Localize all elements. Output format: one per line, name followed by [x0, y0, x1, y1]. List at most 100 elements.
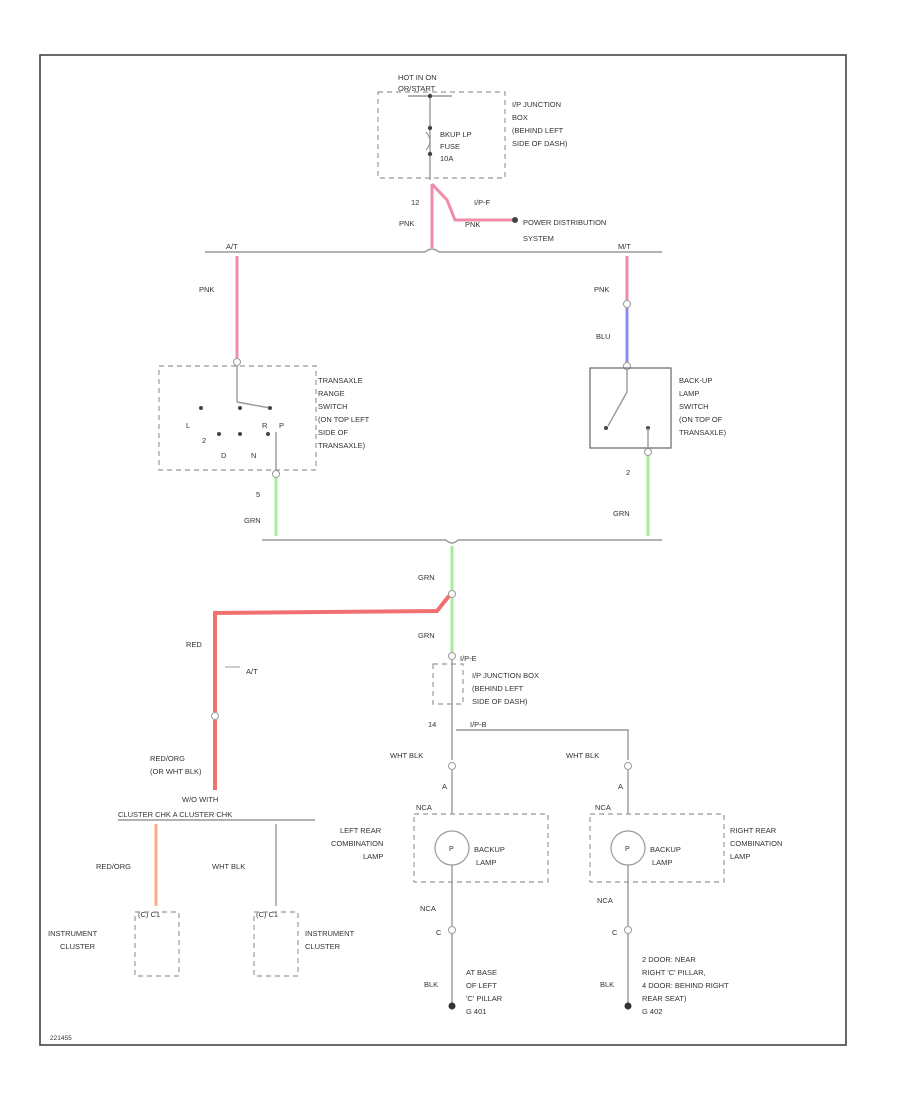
- gear-contact-d: [238, 432, 242, 436]
- pnk-label-2: PNK: [465, 220, 480, 229]
- ip-junction-box-top: [377, 91, 506, 179]
- backup-lamp-switch: [589, 367, 672, 449]
- wht-blk-label-1: WHT BLK: [390, 751, 423, 760]
- trans-range-label-2: RANGE: [318, 389, 345, 398]
- pnk-label-right: PNK: [594, 285, 609, 294]
- mt-label: M/T: [618, 242, 631, 251]
- fuse-icon: [425, 131, 431, 151]
- diagram-id: 221455: [50, 1035, 72, 1042]
- backup-lamp-left-2: LAMP: [476, 858, 496, 867]
- ip-junction-2-label: I/P JUNCTION BOX: [472, 671, 539, 680]
- gnd-right-label-1: 2 DOOR: NEAR: [642, 955, 696, 964]
- pnk-wire-to-power-dist: [430, 182, 515, 222]
- left-rear-combination-lamp: [413, 813, 549, 883]
- at-label: A/T: [226, 242, 238, 251]
- gnd-right-label-3: 4 DOOR: BEHIND RIGHT: [642, 981, 729, 990]
- backup-switch-blade: [607, 391, 628, 427]
- ip-b-label: I/P-B: [470, 720, 487, 729]
- ip-e-label: I/P-E: [460, 654, 477, 663]
- ip-junction-label-1: I/P JUNCTION: [512, 100, 561, 109]
- grn-label-left: GRN: [244, 516, 261, 525]
- gnd-right-label-5: G 402: [642, 1007, 662, 1016]
- red-org-label-3: RED/ORG: [96, 862, 131, 871]
- gear-contact-2: [217, 432, 221, 436]
- ip-junction-label-4: SIDE OF DASH): [512, 139, 568, 148]
- gear-p-label: P: [279, 421, 284, 430]
- ip-junction-label-3: (BEHIND LEFT: [512, 126, 564, 135]
- ip-e-connector: [448, 652, 456, 660]
- red-connector: [211, 712, 219, 720]
- pin-c-left-label: C: [436, 928, 442, 937]
- red-org-label-1: RED/ORG: [150, 754, 185, 763]
- gear-d-label: D: [221, 451, 227, 460]
- red-label: RED: [186, 640, 202, 649]
- pin-a-left-label: A: [442, 782, 447, 791]
- diagram-frame: [39, 54, 847, 1046]
- cluster-conn-left: (C) C1: [138, 910, 160, 919]
- fuse-label-2: FUSE: [440, 142, 460, 151]
- grn-merge-bus: [262, 539, 662, 544]
- trans-range-label-1: TRANSAXLE: [318, 376, 363, 385]
- grn-label-mid-2: GRN: [418, 631, 435, 640]
- nca-1-label: NCA: [416, 803, 432, 812]
- ip-f-label: I/P-F: [474, 198, 491, 207]
- hot-bus-dot: [427, 93, 433, 99]
- instrument-cluster-right: [253, 911, 299, 977]
- trans-range-label-3: SWITCH: [318, 402, 348, 411]
- power-dist-label-2: SYSTEM: [523, 234, 554, 243]
- at-mt-split-bus: [205, 248, 662, 253]
- red-wire-to-cluster: [213, 594, 451, 712]
- gear-n-label: N: [251, 451, 256, 460]
- range-switch-connector-top: [233, 358, 241, 366]
- left-lamp-connector-bottom: [448, 926, 456, 934]
- ground-right: [624, 1002, 632, 1010]
- gnd-left-label-3: 'C' PILLAR: [466, 994, 503, 1003]
- right-rear-label-2: COMBINATION: [730, 839, 782, 848]
- cluster-conn-right: (C) C1: [256, 910, 278, 919]
- instr-cluster-label-1: INSTRUMENT: [48, 929, 98, 938]
- blk-label-1: BLK: [424, 980, 438, 989]
- gnd-left-label-4: G 401: [466, 1007, 486, 1016]
- start-run-label: OR/START: [398, 84, 436, 93]
- grn-splice-connector: [448, 590, 456, 598]
- pnk-label-1: PNK: [399, 219, 414, 228]
- power-dist-dot: [512, 217, 518, 223]
- nca-2-label: NCA: [595, 803, 611, 812]
- ip-b-output: [456, 729, 629, 760]
- right-lamp-connector-bottom: [624, 926, 632, 934]
- blu-connector: [623, 300, 631, 308]
- pin-14-label: 14: [428, 720, 436, 729]
- backup-switch-connector-bottom: [644, 448, 652, 456]
- pin-5-label: 5: [256, 490, 260, 499]
- side-of-dash-2-label: SIDE OF DASH): [472, 697, 528, 706]
- wht-blk-label-4: WHT BLK: [212, 862, 245, 871]
- red-org-label-2: (OR WHT BLK): [150, 767, 202, 776]
- left-bulb-glyph: P: [449, 846, 454, 853]
- right-lamp-connector-top: [624, 762, 632, 770]
- pin-2-label: 2: [626, 468, 630, 477]
- wo-with-label: W/O WITH: [182, 795, 218, 804]
- instr-cluster-label-3: INSTRUMENT: [305, 929, 355, 938]
- transaxle-range-switch: [158, 365, 317, 471]
- gear-contact-n: [266, 432, 270, 436]
- at-lower-label: A/T: [246, 667, 258, 676]
- left-lamp-connector-top: [448, 762, 456, 770]
- grn-label-right: GRN: [613, 509, 630, 518]
- trans-range-label-5: SIDE OF: [318, 428, 348, 437]
- behind-left-2-label: (BEHIND LEFT: [472, 684, 524, 693]
- gear-l-label: L: [186, 421, 190, 430]
- blu-label: BLU: [596, 332, 611, 341]
- instr-cluster-label-2: CLUSTER: [60, 942, 96, 951]
- backup-lamp-right-1: BACKUP: [650, 845, 681, 854]
- pin-c-right-label: C: [612, 928, 618, 937]
- trans-range-label-6: TRANSAXLE): [318, 441, 366, 450]
- pnk-label-left: PNK: [199, 285, 214, 294]
- ground-left: [448, 1002, 456, 1010]
- nca-3-label: NCA: [420, 904, 436, 913]
- gnd-left-label-2: OF LEFT: [466, 981, 497, 990]
- trans-range-label-4: (ON TOP LEFT: [318, 415, 370, 424]
- gear-r-label: R: [262, 421, 268, 430]
- right-rear-combination-lamp: [589, 813, 725, 883]
- right-bulb-glyph: P: [625, 846, 630, 853]
